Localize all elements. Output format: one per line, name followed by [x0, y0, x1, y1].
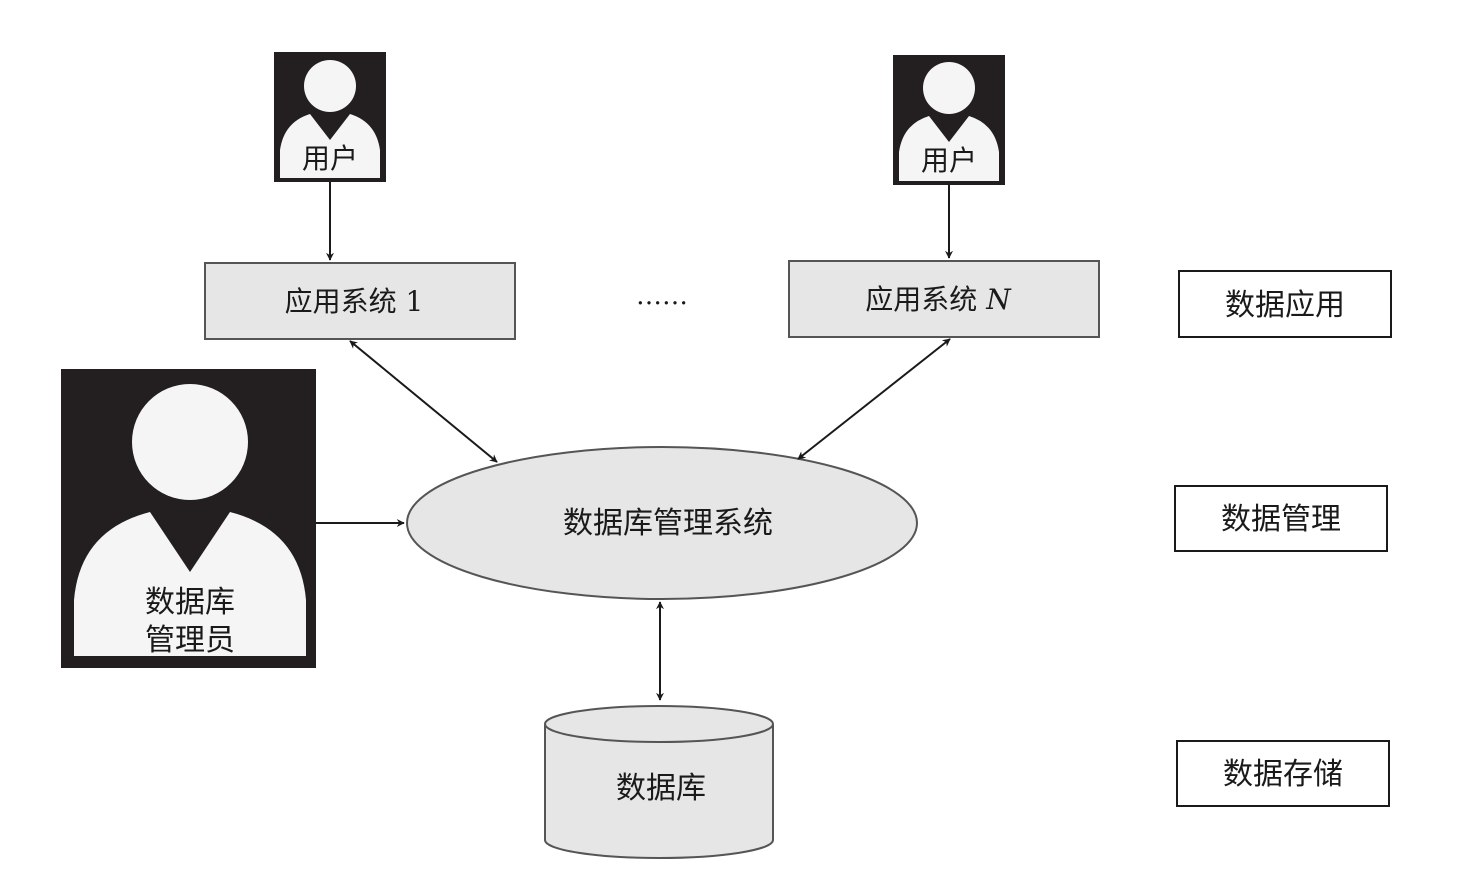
dbms-label: 数据库管理系统 [563, 506, 773, 541]
user-1-figure: 用户 [274, 52, 386, 182]
database-cylinder: 数据库 [544, 705, 774, 859]
user-n-figure: 用户 [893, 55, 1005, 185]
user-n-label: 用户 [921, 144, 977, 177]
database-administrator-figure: 数据库 管理员 [61, 369, 316, 668]
application-system-n-label: 应用系统 N [865, 283, 1012, 316]
admin-user-icon [74, 384, 306, 656]
arrow-app-1-dbms [349, 340, 498, 463]
admin-label-line-1: 数据库 [145, 585, 235, 620]
admin-label-line-2: 管理员 [145, 623, 235, 658]
database-label: 数据库 [616, 771, 706, 806]
layer-data-application: 数据应用 [1178, 270, 1392, 338]
ellipsis: …… [636, 281, 688, 311]
user-icon [899, 62, 999, 181]
layer-data-application-label: 数据应用 [1225, 288, 1345, 323]
application-system-1-label: 应用系统 1 [285, 285, 424, 318]
application-system-n: 应用系统 N [788, 260, 1100, 338]
layer-data-management: 数据管理 [1174, 485, 1388, 552]
layer-data-storage-label: 数据存储 [1223, 757, 1343, 792]
layer-data-management-label: 数据管理 [1221, 502, 1341, 537]
layer-data-storage: 数据存储 [1176, 740, 1390, 807]
application-system-1: 应用系统 1 [204, 262, 516, 340]
user-1-label: 用户 [302, 142, 358, 175]
dbms-node: 数据库管理系统 [406, 446, 918, 600]
arrow-app-n-dbms [797, 338, 951, 460]
user-icon [280, 60, 380, 178]
